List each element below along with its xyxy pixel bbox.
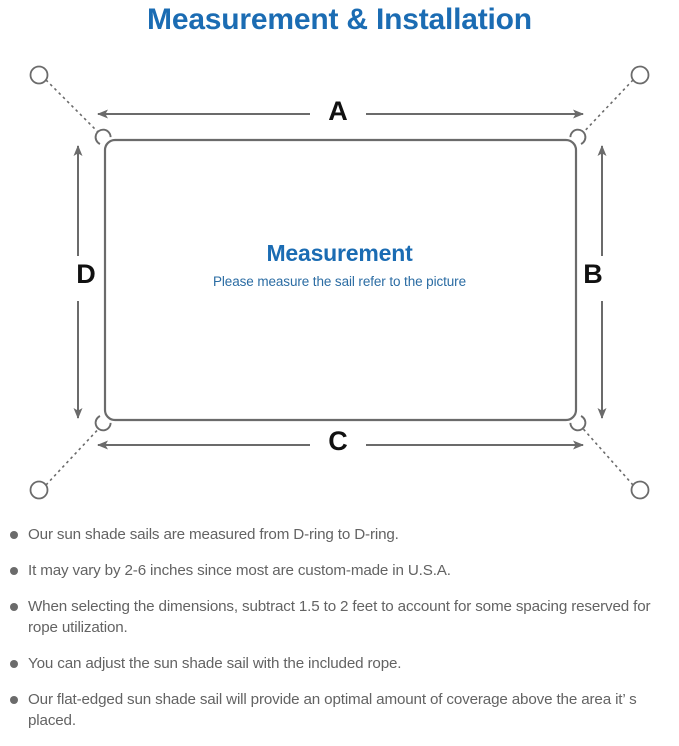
anchor-circle-icon — [630, 65, 650, 85]
list-item: You can adjust the sun shade sail with t… — [0, 653, 679, 674]
dimension-label-a: A — [328, 96, 348, 126]
bullet-dot-icon — [10, 567, 18, 575]
list-item: It may vary by 2-6 inches since most are… — [0, 560, 679, 581]
d-ring-icon — [94, 415, 112, 432]
sail-measurement-diagram — [0, 48, 679, 518]
list-item-text: Our flat-edged sun shade sail will provi… — [28, 691, 637, 729]
anchor-circle-icon — [630, 480, 650, 500]
dashed-rope-line — [577, 79, 634, 139]
dimension-label-b: B — [583, 259, 603, 289]
bullet-dot-icon — [10, 660, 18, 668]
dashed-rope-line — [577, 422, 634, 486]
list-item-text: Our sun shade sails are measured from D-… — [28, 526, 399, 543]
anchor-circle-icon — [29, 480, 49, 500]
list-item: Our flat-edged sun shade sail will provi… — [0, 689, 679, 731]
dimension-label-d: D — [76, 259, 96, 289]
list-item-text: When selecting the dimensions, subtract … — [28, 598, 651, 636]
list-item: When selecting the dimensions, subtract … — [0, 596, 679, 638]
page-title: Measurement & Installation — [147, 3, 532, 36]
list-item: Our sun shade sails are measured from D-… — [0, 524, 679, 545]
dashed-rope-line — [45, 422, 105, 486]
bullet-dot-icon — [10, 696, 18, 704]
anchor-circle-icon — [29, 65, 49, 85]
d-ring-icon — [569, 128, 587, 145]
list-item-text: You can adjust the sun shade sail with t… — [28, 655, 402, 672]
d-ring-icon — [569, 415, 587, 432]
list-item-text: It may vary by 2-6 inches since most are… — [28, 562, 451, 579]
sail-body — [103, 138, 578, 422]
bullet-dot-icon — [10, 603, 18, 611]
dashed-rope-line — [45, 79, 105, 139]
notes-list: Our sun shade sails are measured from D-… — [0, 524, 679, 746]
bullet-dot-icon — [10, 531, 18, 539]
dimension-label-c: C — [328, 426, 348, 456]
d-ring-icon — [94, 128, 112, 145]
